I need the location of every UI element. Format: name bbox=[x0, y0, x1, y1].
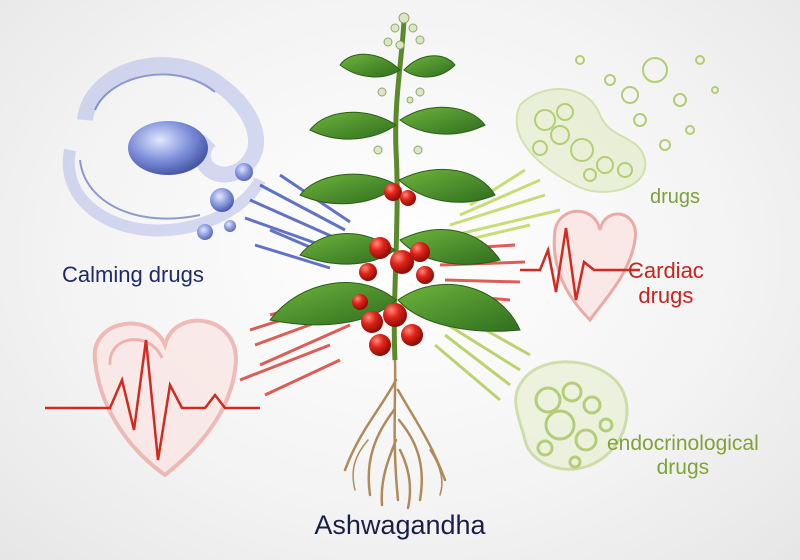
drugs-label: drugs bbox=[650, 186, 701, 208]
pill-wave-icon bbox=[62, 57, 266, 240]
heartbeat-icon bbox=[45, 318, 260, 478]
gland-bubble-icon bbox=[514, 360, 629, 471]
cardiac-drugs-label-line1: Cardiac bbox=[628, 258, 704, 283]
calming-rays bbox=[244, 173, 351, 270]
plant-name-title: Ashwagandha bbox=[314, 510, 486, 540]
cardiac-drugs-label-line2: drugs bbox=[638, 283, 694, 309]
plant-roots bbox=[343, 358, 447, 510]
endocrinological-drugs-label-line1: endocrinological bbox=[607, 432, 759, 455]
heartbeat-icon bbox=[520, 209, 640, 323]
flower-buds bbox=[373, 12, 425, 155]
endocrinological-drugs-label: endocrinological drugs bbox=[607, 432, 759, 480]
endocrinological-drugs-label-line2: drugs bbox=[656, 456, 710, 480]
bubble-cluster-icon bbox=[515, 55, 719, 193]
cardiac-drugs-label: Cardiac drugs bbox=[628, 258, 704, 309]
calming-drugs-label: Calming drugs bbox=[62, 262, 204, 287]
berries bbox=[352, 183, 434, 356]
